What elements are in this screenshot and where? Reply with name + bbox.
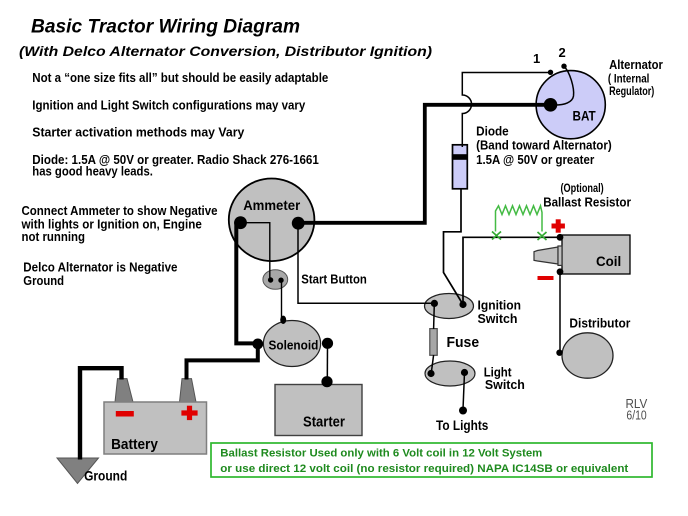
svg-text:with lights or Ignition on, En: with lights or Ignition on, Engine [21, 217, 202, 231]
svg-text:has good heavy leads.: has good heavy leads. [32, 164, 153, 178]
svg-text:(With Delco Alternator Convers: (With Delco Alternator Conversion, Distr… [19, 44, 433, 59]
svg-text:( Internal: ( Internal [608, 74, 650, 86]
svg-text:Distributor: Distributor [569, 315, 630, 330]
svg-text:Coil: Coil [596, 254, 621, 269]
svg-text:Switch: Switch [485, 377, 525, 392]
svg-text:Ground: Ground [84, 468, 127, 484]
svg-text:Alternator: Alternator [609, 57, 663, 72]
svg-text:1.5A @ 50V or greater: 1.5A @ 50V or greater [476, 153, 594, 167]
svg-text:Not a “one size fits all” but: Not a “one size fits all” but should be … [32, 71, 328, 85]
svg-text:Ammeter: Ammeter [243, 198, 301, 213]
svg-text:Start Button: Start Button [301, 272, 367, 287]
svg-text:Delco Alternator is Negative: Delco Alternator is Negative [23, 261, 177, 275]
svg-text:Ignition: Ignition [478, 298, 522, 313]
svg-text:or use direct 12 volt coil (no: or use direct 12 volt coil (no resistor … [220, 463, 628, 475]
svg-text:Diode: 1.5A @ 50V or greater.: Diode: 1.5A @ 50V or greater. Radio Shac… [32, 153, 319, 167]
svg-text:Light: Light [484, 364, 512, 379]
svg-text:Switch: Switch [478, 311, 518, 326]
svg-text:RLV: RLV [626, 396, 648, 411]
svg-text:Diode: Diode [476, 125, 509, 139]
svg-text:To Lights: To Lights [436, 418, 488, 433]
svg-text:Solenoid: Solenoid [269, 338, 319, 352]
svg-text:BAT: BAT [573, 109, 597, 124]
svg-text:(Band toward Alternator): (Band toward Alternator) [476, 139, 612, 153]
svg-text:Ballast Resistor: Ballast Resistor [543, 195, 631, 210]
svg-text:Connect Ammeter to show Negati: Connect Ammeter to show Negative [22, 204, 218, 218]
svg-text:2: 2 [559, 45, 566, 60]
svg-text:6/10: 6/10 [626, 408, 646, 423]
svg-text:Ballast Resistor Used only wit: Ballast Resistor Used only with 6 Volt c… [220, 448, 542, 460]
svg-text:Basic Tractor Wiring Diagram: Basic Tractor Wiring Diagram [31, 17, 300, 38]
svg-text:Regulator): Regulator) [609, 86, 654, 98]
svg-text:Ground: Ground [23, 274, 64, 288]
svg-text:Fuse: Fuse [447, 334, 480, 351]
svg-text:1: 1 [533, 51, 540, 66]
svg-text:Starter: Starter [303, 414, 345, 430]
svg-text:not running: not running [22, 230, 86, 244]
svg-text:(Optional): (Optional) [561, 183, 604, 195]
svg-text:Battery: Battery [111, 437, 158, 453]
svg-text:Starter activation methods may: Starter activation methods may Vary [32, 126, 244, 140]
svg-text:Ignition and Light Switch conf: Ignition and Light Switch configurations… [32, 99, 305, 113]
